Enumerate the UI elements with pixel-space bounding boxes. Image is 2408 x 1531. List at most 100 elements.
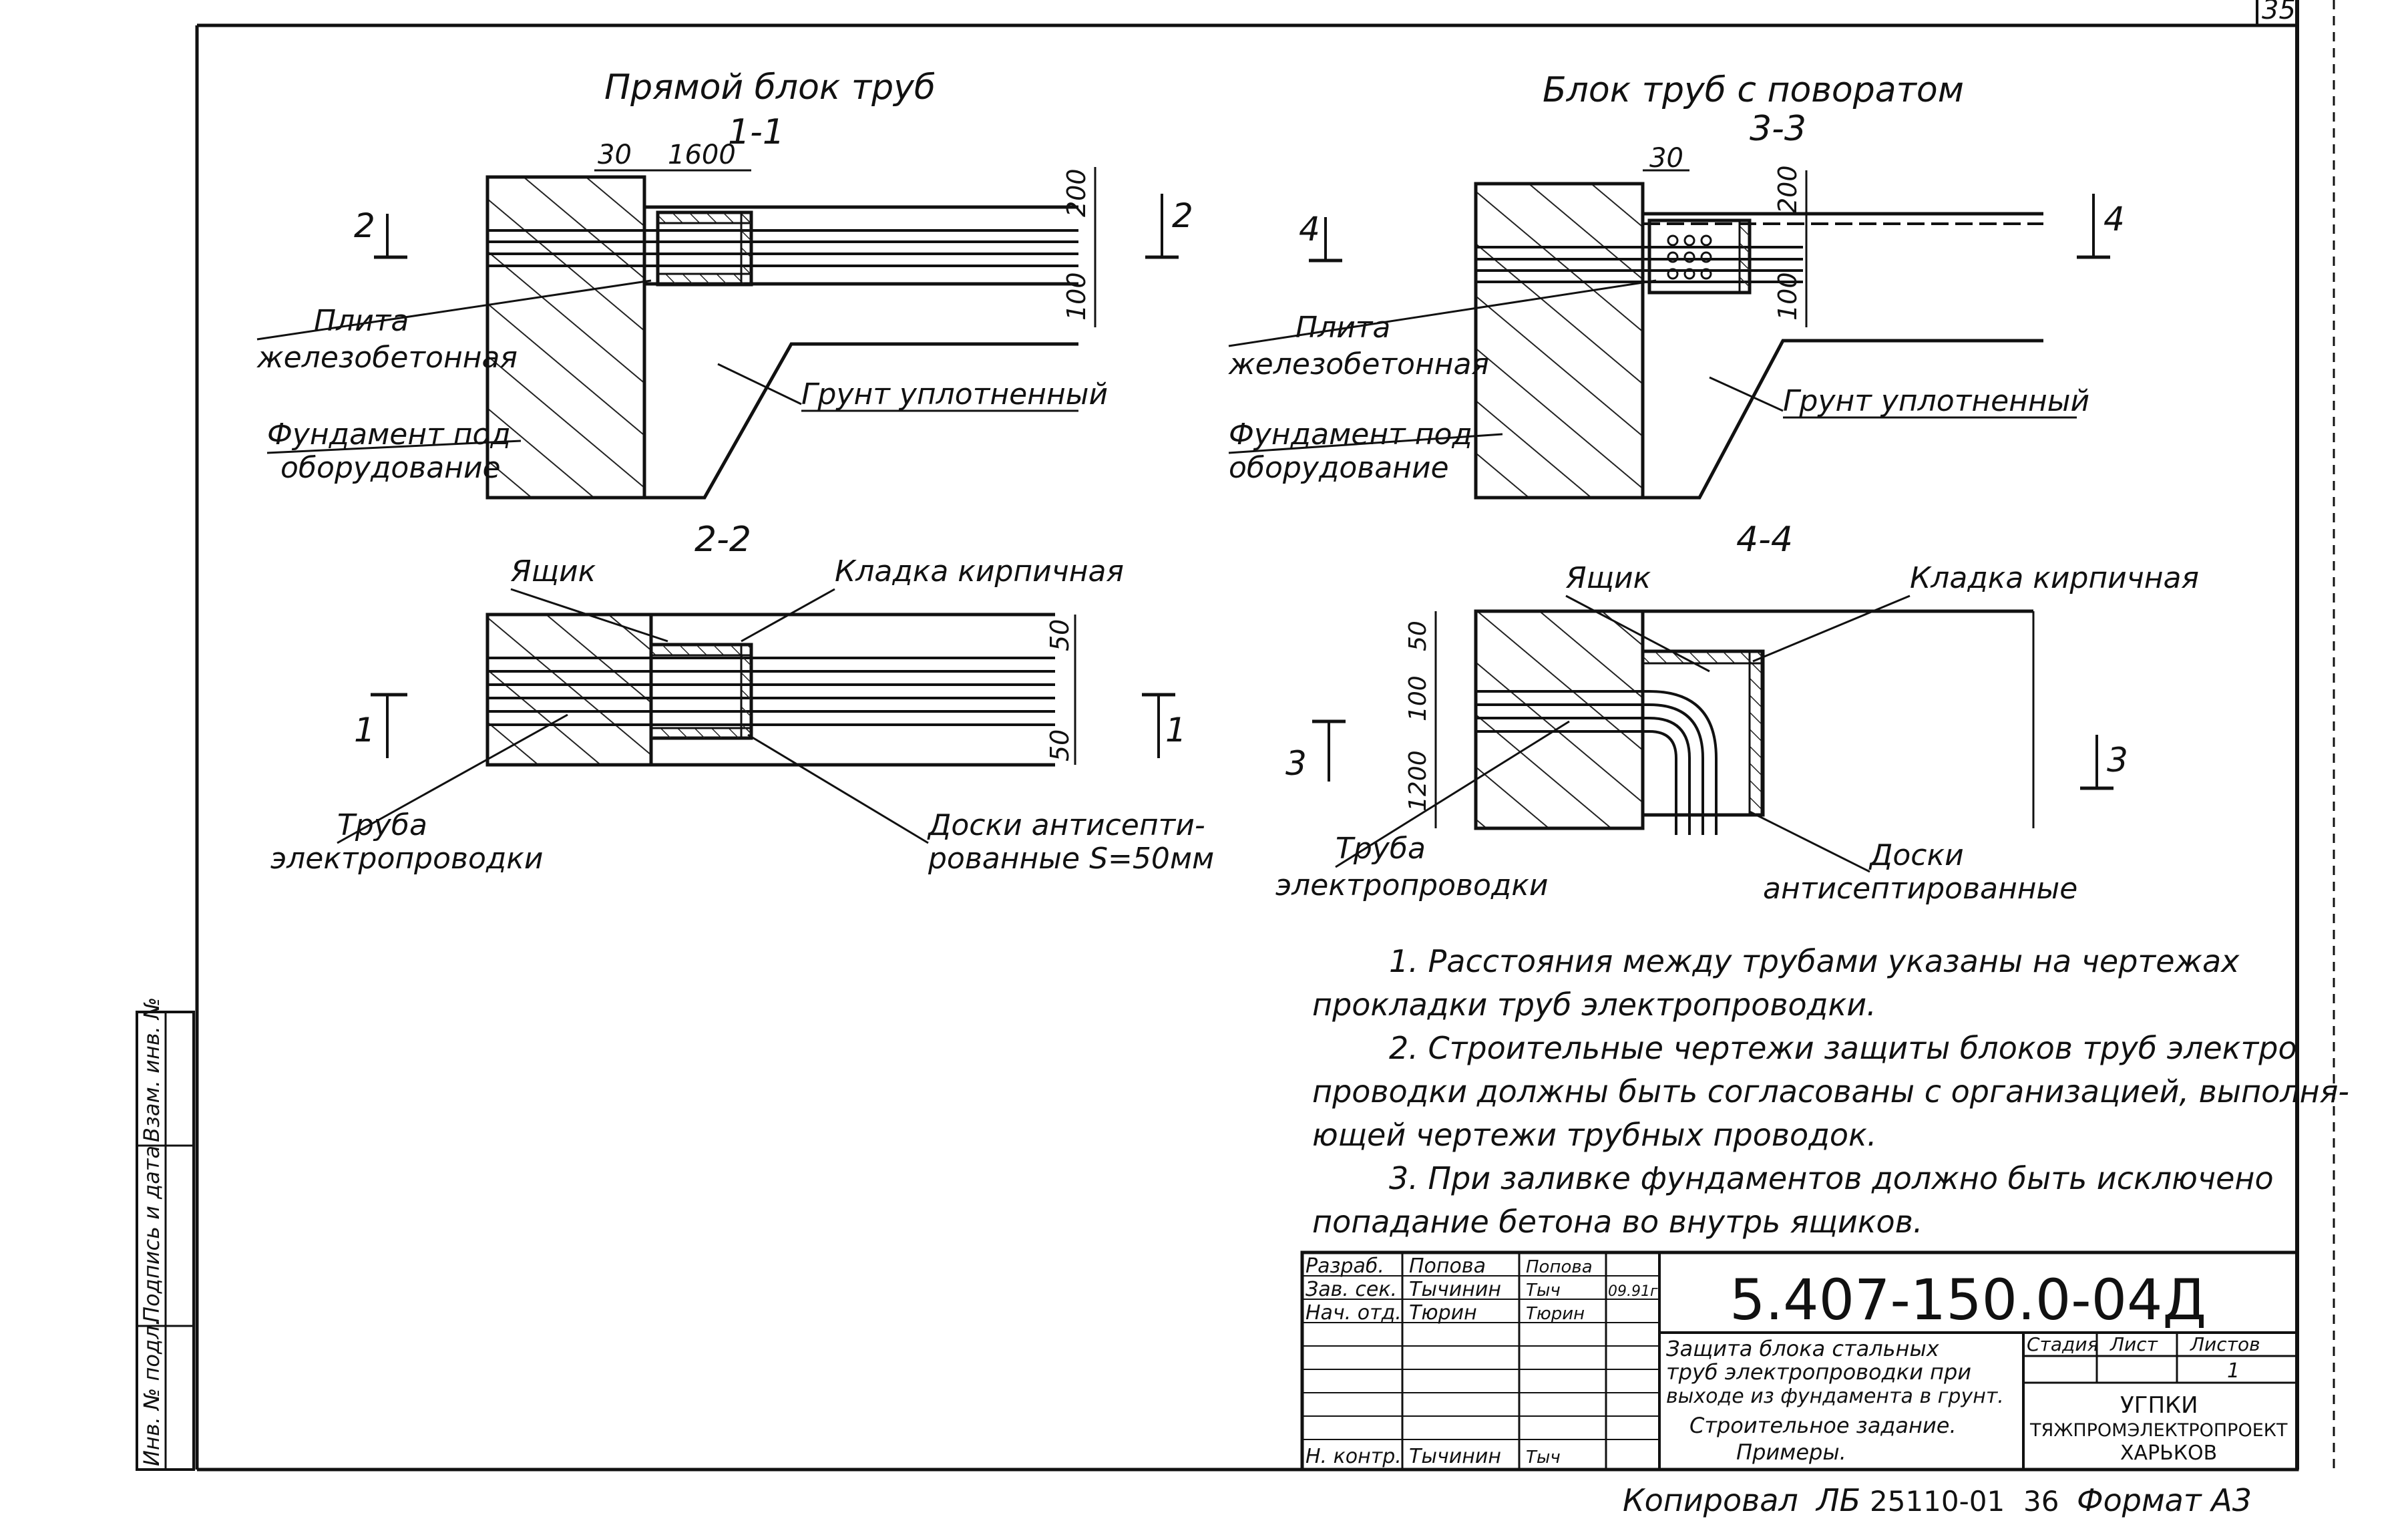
label-fundament-2: оборудование bbox=[280, 451, 501, 485]
pipes-2-2 bbox=[487, 657, 1055, 726]
note-line-1: 1. Расстояния между трубами указаны на ч… bbox=[1389, 943, 2240, 979]
footer-copied: Копировал bbox=[1623, 1482, 1798, 1518]
label-truba-4-4-1: Труба bbox=[1336, 832, 1426, 866]
label-yashchik-2-2: Ящик bbox=[510, 554, 596, 588]
note-line-4: проводки должны быть согласованы с орган… bbox=[1312, 1073, 2349, 1110]
side-stamp-field-1: Взам. инв. № bbox=[139, 997, 164, 1142]
row-3-name: Тюрин bbox=[1409, 1301, 1477, 1325]
footer-order: 25110-01 bbox=[1870, 1485, 2005, 1518]
org-line-3: ХАРЬКОВ bbox=[2120, 1441, 2217, 1465]
section-4-4-arrow-right-label: 3 bbox=[2107, 741, 2128, 780]
row-2-sign: Тыч bbox=[1526, 1281, 1561, 1301]
row-1-role: Разраб. bbox=[1306, 1254, 1384, 1278]
note-line-7: попадание бетона во внутрь ящиков. bbox=[1312, 1204, 1923, 1240]
footer-copier-sign: ЛБ bbox=[1815, 1482, 1860, 1518]
row-3-role: Нач. отд. bbox=[1306, 1301, 1402, 1325]
label-kladka-4-4: Кладка кирпичная bbox=[1910, 561, 2199, 595]
row-2-date: 09.91г. bbox=[1608, 1283, 1663, 1300]
label-plita-1: Плита bbox=[314, 304, 409, 338]
label-fundament-1: Фундамент под bbox=[267, 417, 511, 452]
row-4-name: Тычинин bbox=[1409, 1445, 1501, 1468]
side-stamp-field-3: Инв. № подл. bbox=[139, 1319, 164, 1466]
label-grunt-3: Грунт уплотненный bbox=[1783, 384, 2089, 418]
section-3-3-dim-30: 30 bbox=[1649, 143, 1683, 174]
note-line-5: ющей чертежи трубных проводок. bbox=[1312, 1117, 1876, 1153]
section-2-2: 2-2 50 50 1 1 Ящик Кладка кирпичная Труб… bbox=[270, 520, 1214, 876]
sheet-label: Лист bbox=[2110, 1333, 2158, 1355]
pipes-4-4-bent bbox=[1476, 690, 1718, 835]
notes-block: 1. Расстояния между трубами указаны на ч… bbox=[1312, 943, 2349, 1240]
label-kladka-2-2: Кладка кирпичная bbox=[835, 554, 1124, 588]
section-3-3-dim-100: 100 bbox=[1773, 272, 1802, 321]
org-line-2: ТЯЖПРОМЭЛЕКТРОПРОЕКТ bbox=[2029, 1420, 2288, 1441]
pipe-ends-3-3 bbox=[1667, 234, 1712, 280]
footer-format: Формат A3 bbox=[2077, 1482, 2252, 1518]
section-1-1: Прямой блок труб 1-1 30 1600 200 100 2 bbox=[256, 67, 1193, 500]
label-yashchik-4-4: Ящик bbox=[1565, 561, 1651, 595]
section-3-3-heading: Блок труб с поворатом bbox=[1543, 70, 1964, 110]
section-1-1-arrow-right-label: 2 bbox=[1172, 196, 1193, 235]
doc-code: 5.407-150.0-04Д bbox=[1730, 1267, 2206, 1333]
stage-label: Стадия bbox=[2027, 1333, 2098, 1355]
title-line-4: Строительное задание. bbox=[1689, 1413, 1957, 1438]
section-1-1-dim-200: 200 bbox=[1062, 168, 1091, 217]
section-1-1-heading: Прямой блок труб bbox=[604, 67, 936, 108]
section-2-2-dim-50-top: 50 bbox=[1045, 619, 1074, 651]
footer-page: 36 bbox=[2023, 1485, 2059, 1518]
section-1-1-arrow-left-label: 2 bbox=[354, 206, 375, 245]
pipes-1-1 bbox=[487, 229, 1078, 267]
title-block: 5.407-150.0-04Д Разраб. Попова Попова За… bbox=[1300, 1250, 2299, 1472]
section-3-3-dim-200: 200 bbox=[1773, 165, 1802, 214]
side-stamp: Взам. инв. № Подпись и дата Инв. № подл. bbox=[136, 997, 195, 1471]
section-4-4: 4-4 50 100 1200 3 3 Ящик Кладка кирпична… bbox=[1275, 520, 2199, 906]
label-fundament-3-1: Фундамент под bbox=[1229, 417, 1472, 452]
label-fundament-3-2: оборудование bbox=[1229, 451, 1449, 485]
section-2-2-cut-label: 2-2 bbox=[694, 520, 751, 560]
title-line-5: Примеры. bbox=[1736, 1439, 1846, 1465]
title-line-2: труб электропроводки при bbox=[1666, 1359, 1971, 1385]
sheets-label: Листов bbox=[2190, 1333, 2260, 1355]
label-doski-4-4-1: Доски bbox=[1868, 838, 1964, 872]
sheet-frame bbox=[195, 0, 2335, 1472]
row-4-sign: Тыч bbox=[1526, 1448, 1561, 1468]
section-4-4-dim-100: 100 bbox=[1404, 675, 1432, 721]
sheet-number: 35 bbox=[2262, 0, 2296, 25]
section-2-2-arrow-right-label: 1 bbox=[1165, 711, 1187, 749]
section-1-1-dim-100: 100 bbox=[1062, 272, 1091, 321]
label-doski-2-2-1: Доски антисепти- bbox=[927, 808, 1205, 842]
section-1-1-dim-1600: 1600 bbox=[668, 140, 736, 170]
label-doski-4-4-2: антисептированные bbox=[1763, 872, 2077, 906]
label-truba-2-2-2: электропроводки bbox=[270, 842, 543, 876]
section-2-2-arrow-left-label: 1 bbox=[354, 711, 375, 749]
section-3-3-arrow-right-label: 4 bbox=[2103, 200, 2125, 238]
label-plita-3-2: железобетонная bbox=[1228, 347, 1489, 381]
row-1-name: Попова bbox=[1409, 1254, 1486, 1278]
section-4-4-dim-1200: 1200 bbox=[1404, 750, 1432, 812]
label-truba-4-4-2: электропроводки bbox=[1275, 868, 1548, 902]
section-4-4-dim-50: 50 bbox=[1404, 621, 1432, 651]
note-line-3: 2. Строительные чертежи защиты блоков тр… bbox=[1389, 1030, 2297, 1066]
section-4-4-arrow-left-label: 3 bbox=[1285, 744, 1307, 783]
section-1-1-cut-label: 1-1 bbox=[728, 112, 785, 152]
note-line-6: 3. При заливке фундаментов должно быть и… bbox=[1389, 1160, 2274, 1196]
section-3-3-arrow-left-label: 4 bbox=[1299, 210, 1320, 248]
label-doski-2-2-2: рованные S=50мм bbox=[928, 842, 1214, 876]
title-line-3: выходе из фундамента в грунт. bbox=[1666, 1385, 2004, 1408]
section-2-2-dim-50-bottom: 50 bbox=[1045, 729, 1074, 761]
row-2-role: Зав. сек. bbox=[1306, 1278, 1397, 1301]
row-4-role: Н. контр. bbox=[1306, 1445, 1402, 1468]
section-1-1-dim-30: 30 bbox=[598, 140, 632, 170]
note-line-2: прокладки труб электропроводки. bbox=[1312, 987, 1876, 1023]
footer: Копировал ЛБ 25110-01 36 Формат A3 bbox=[1623, 1482, 2252, 1518]
row-1-sign: Попова bbox=[1526, 1257, 1593, 1277]
row-3-sign: Тюрин bbox=[1526, 1304, 1585, 1324]
label-truba-2-2-1: Труба bbox=[337, 808, 427, 842]
row-2-name: Тычинин bbox=[1409, 1278, 1501, 1301]
org-line-1: УГПКИ bbox=[2120, 1392, 2198, 1419]
section-3-3: Блок труб с поворатом 3-3 30 200 100 4 4 bbox=[1228, 70, 2125, 500]
title-line-1: Защита блока стальных bbox=[1666, 1336, 1940, 1361]
label-plita-2: железобетонная bbox=[256, 341, 518, 375]
section-3-3-cut-label: 3-3 bbox=[1750, 109, 1806, 149]
label-grunt-1: Грунт уплотненный bbox=[801, 377, 1108, 411]
